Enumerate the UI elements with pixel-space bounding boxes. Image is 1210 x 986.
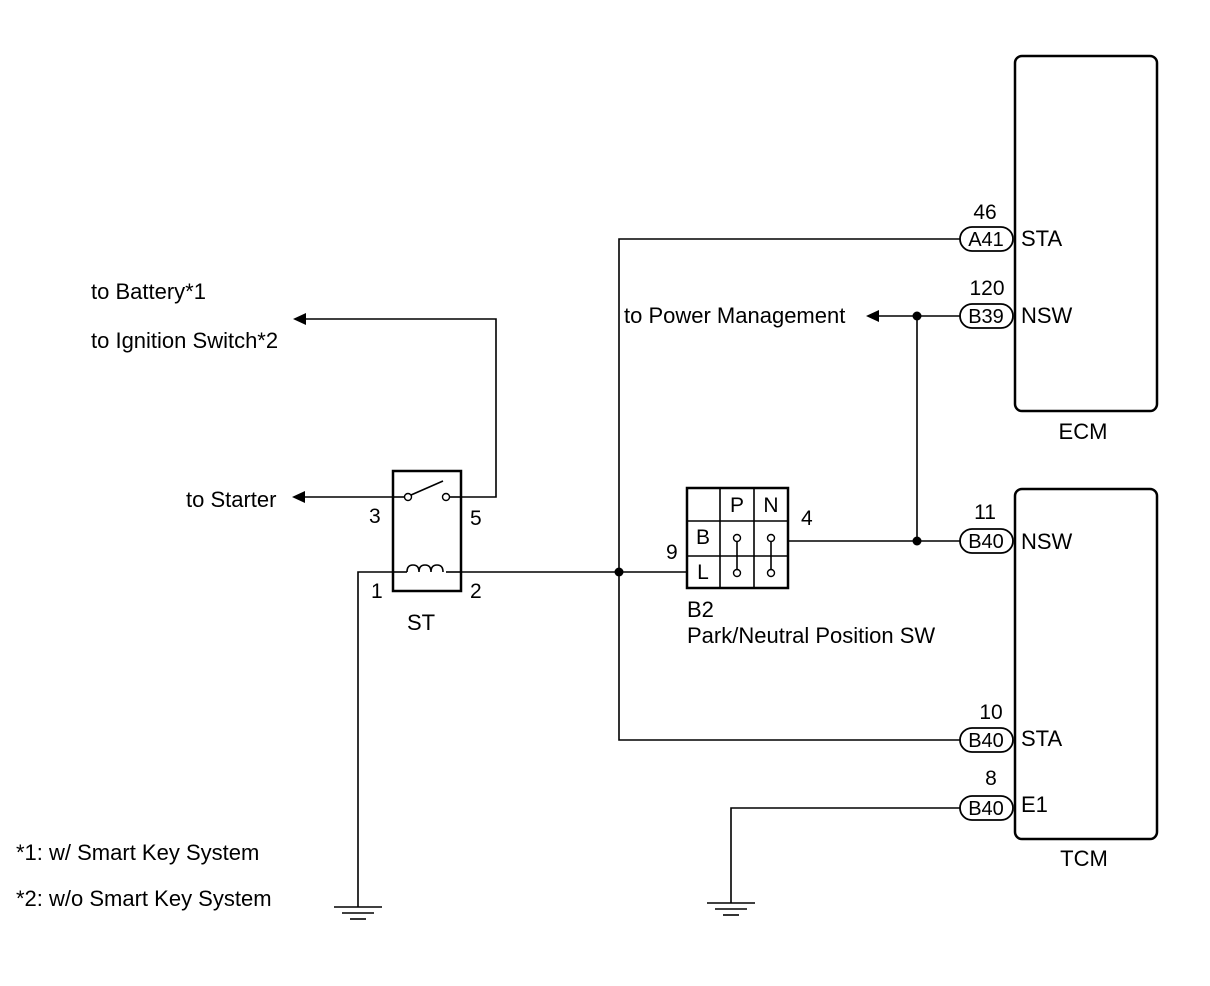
to-ignition-label: to Ignition Switch*2 xyxy=(91,328,278,353)
wire-relay-to-ground xyxy=(357,571,393,907)
pn-switch-name: Park/Neutral Position SW xyxy=(687,623,935,648)
arrow-battery xyxy=(293,313,306,325)
wire-e1-to-ground xyxy=(730,807,960,903)
connector-label: B40 xyxy=(968,730,1004,752)
relay-body xyxy=(391,469,463,593)
connector-label: B40 xyxy=(968,798,1004,820)
connector-tcm-sta: B40 xyxy=(959,727,1014,753)
ecm-name: ECM xyxy=(1059,419,1108,444)
connector-ecm-sta: A41 xyxy=(959,226,1014,252)
relay-pin-2: 2 xyxy=(470,580,482,603)
connector-label: B39 xyxy=(968,306,1004,328)
arrow-power-management xyxy=(866,310,879,322)
footnote-1: *1: w/ Smart Key System xyxy=(16,840,259,865)
tcm-e1-pin: 8 xyxy=(985,767,997,790)
pn-row-b: B xyxy=(696,526,710,549)
tcm-name: TCM xyxy=(1060,846,1108,871)
relay-switch-arm xyxy=(410,480,444,496)
park-neutral-switch: P N B L xyxy=(685,486,790,590)
to-battery-label: to Battery*1 xyxy=(91,279,206,304)
relay-pin-5: 5 xyxy=(470,507,482,530)
wire-sta-bus xyxy=(618,238,960,741)
connector-ecm-nsw: B39 xyxy=(959,303,1014,329)
junction-dot xyxy=(912,311,922,321)
ecm-box xyxy=(1013,54,1159,413)
to-power-management-label: to Power Management xyxy=(624,303,845,328)
relay-contact xyxy=(441,492,451,502)
ecm-sta-signal: STA xyxy=(1021,226,1062,251)
ground-symbol-tcm xyxy=(707,902,755,916)
tcm-nsw-pin: 11 xyxy=(974,501,996,524)
relay-contact xyxy=(403,492,413,502)
tcm-nsw-signal: NSW xyxy=(1021,529,1073,554)
tcm-sta-signal: STA xyxy=(1021,726,1062,751)
wire-relay-to-battery xyxy=(305,318,497,498)
footnote-2: *2: w/o Smart Key System xyxy=(16,886,272,911)
wires xyxy=(292,238,960,907)
connector-tcm-e1: B40 xyxy=(959,795,1014,821)
junction-dot xyxy=(614,567,624,577)
tcm-box xyxy=(1013,487,1159,841)
to-starter-label: to Starter xyxy=(186,487,276,512)
pn-pin-9: 9 xyxy=(666,541,678,564)
connector-label: A41 xyxy=(968,229,1004,251)
relay-coil-icon xyxy=(406,564,444,573)
pn-connector-label: B2 xyxy=(687,597,714,622)
pn-contact xyxy=(766,568,776,578)
arrow-starter xyxy=(292,491,305,503)
pn-row-l: L xyxy=(697,561,709,584)
ground-symbol-relay xyxy=(334,906,382,920)
ecm-nsw-signal: NSW xyxy=(1021,303,1073,328)
ecm-sta-pin: 46 xyxy=(973,201,996,224)
junction-dot xyxy=(912,536,922,546)
pn-col-p: P xyxy=(730,494,744,517)
connector-tcm-nsw: B40 xyxy=(959,528,1014,554)
pn-pin-4: 4 xyxy=(801,507,813,530)
connector-label: B40 xyxy=(968,531,1004,553)
tcm-e1-signal: E1 xyxy=(1021,792,1048,817)
pn-col-n: N xyxy=(763,494,778,517)
ecm-nsw-pin: 120 xyxy=(969,277,1004,300)
pn-contact xyxy=(732,533,742,543)
relay-pin-1: 1 xyxy=(371,580,383,603)
pn-contact xyxy=(766,533,776,543)
pn-contact xyxy=(732,568,742,578)
st-relay xyxy=(391,469,463,593)
relay-name: ST xyxy=(407,610,435,635)
tcm-sta-pin: 10 xyxy=(979,701,1002,724)
relay-pin-3: 3 xyxy=(369,505,381,528)
